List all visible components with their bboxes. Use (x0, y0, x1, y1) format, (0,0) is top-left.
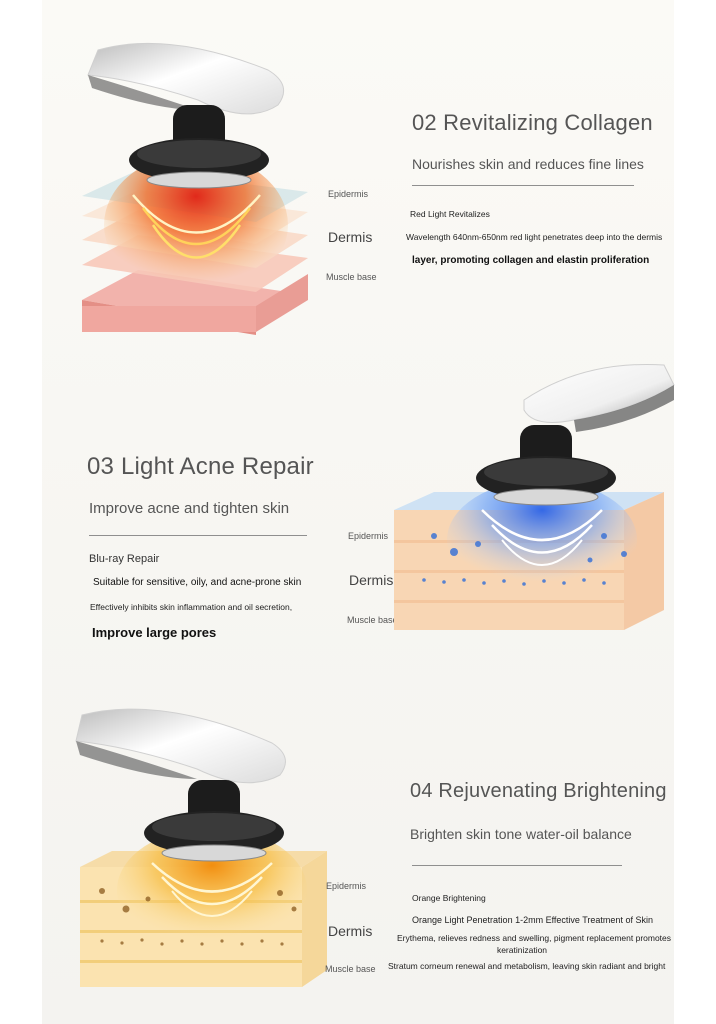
blue-light-illustration (394, 363, 675, 630)
description-line-1: Wavelength 640nm-650nm red light penetra… (406, 232, 663, 242)
label-dermis: Dermis (349, 572, 394, 588)
label-muscle-base: Muscle base (325, 964, 376, 974)
orange-light-illustration (75, 708, 327, 987)
beauty-device-icon (476, 363, 675, 506)
section-title: 02 Revitalizing Collagen (412, 110, 653, 135)
section-title: 03 Light Acne Repair (87, 453, 314, 480)
label-dermis: Dermis (328, 923, 373, 939)
label-epidermis: Epidermis (348, 531, 389, 541)
label-dermis: Dermis (328, 229, 373, 245)
description-line-3: Improve large pores (92, 625, 217, 640)
section-title: 04 Rejuvenating Brightening (410, 780, 667, 802)
description-line-1: Orange Light Penetration 1-2mm Effective… (412, 915, 653, 925)
description-line-2b: keratinization (496, 945, 548, 955)
section-subtitle: Improve acne and tighten skin (89, 500, 290, 517)
beauty-device-icon (87, 42, 285, 189)
divider (89, 535, 307, 536)
section-subtitle: Nourishes skin and reduces fine lines (412, 156, 644, 172)
section-subtitle: Brighten skin tone water-oil balance (410, 826, 632, 842)
divider (412, 185, 634, 186)
red-light-illustration (82, 42, 308, 335)
description-line-2: Erythema, relieves redness and swelling,… (397, 933, 672, 943)
description-line-1: Suitable for sensitive, oily, and acne-p… (93, 577, 302, 588)
description-line-3: Stratum corneum renewal and metabolism, … (388, 961, 666, 971)
beauty-device-icon (75, 708, 286, 862)
divider (412, 865, 622, 866)
label-muscle-base: Muscle base (326, 272, 377, 282)
mode-label: Orange Brightening (412, 893, 486, 903)
mode-label: Red Light Revitalizes (410, 209, 490, 219)
label-epidermis: Epidermis (326, 881, 367, 891)
description-line-2: Effectively inhibits skin inflammation a… (90, 602, 293, 612)
product-detail-page: Epidermis Dermis Muscle base 02 Revitali… (42, 0, 675, 1024)
label-epidermis: Epidermis (328, 189, 369, 199)
mode-label: Blu-ray Repair (89, 553, 160, 565)
description-line-2: layer, promoting collagen and elastin pr… (412, 255, 650, 266)
label-muscle-base: Muscle base (347, 615, 398, 625)
